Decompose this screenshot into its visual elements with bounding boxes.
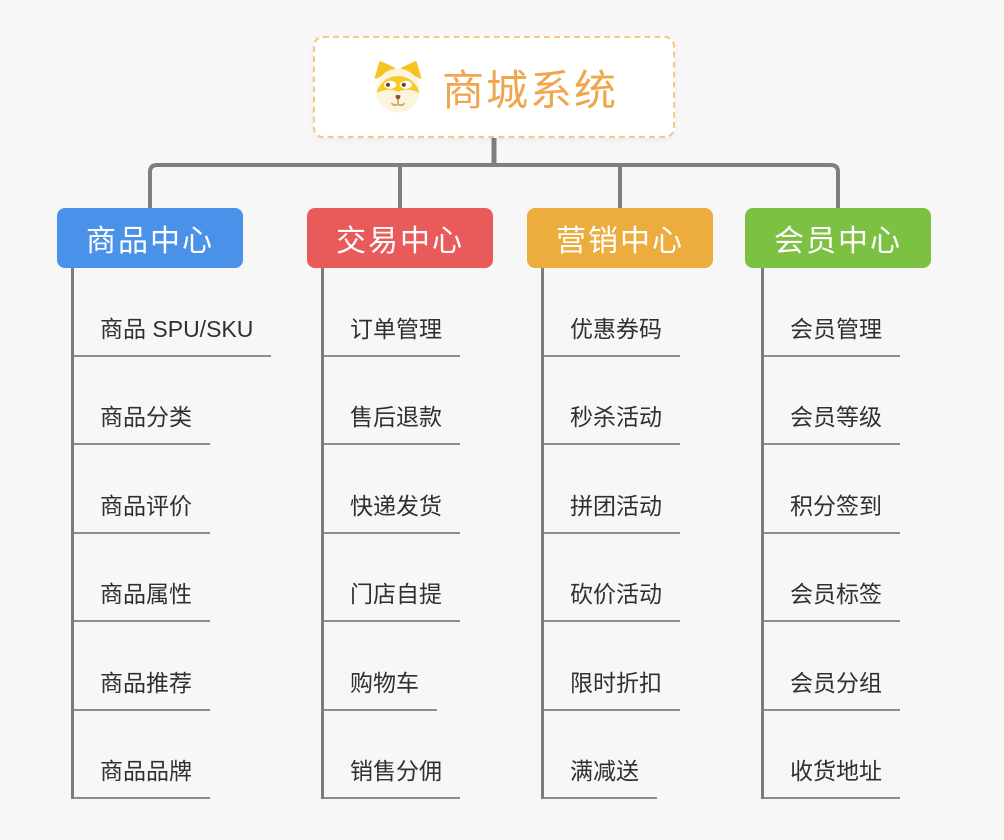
branch-box-product-center[interactable]: 商品中心 <box>57 208 243 268</box>
leaf-node[interactable]: 收货地址 <box>762 752 900 799</box>
branch-box-marketing-center[interactable]: 营销中心 <box>527 208 713 268</box>
branch-box-trade-center[interactable]: 交易中心 <box>307 208 493 268</box>
shiba-dog-icon <box>370 59 426 115</box>
root-node[interactable]: 商城系统 <box>313 36 675 138</box>
branch-box-member-center[interactable]: 会员中心 <box>745 208 931 268</box>
leaf-node[interactable]: 秒杀活动 <box>542 398 680 445</box>
branch-items-marketing-center: 优惠券码 秒杀活动 拼团活动 砍价活动 限时折扣 满减送 <box>540 268 680 799</box>
branch-label: 交易中心 <box>336 225 464 258</box>
leaf-node[interactable]: 商品推荐 <box>72 664 210 711</box>
branch-label: 商品中心 <box>86 225 214 258</box>
leaf-node[interactable]: 商品分类 <box>72 398 210 445</box>
leaf-node[interactable]: 快递发货 <box>322 487 460 534</box>
leaf-node[interactable]: 售后退款 <box>322 398 460 445</box>
branch-label: 会员中心 <box>774 225 902 258</box>
leaf-node[interactable]: 购物车 <box>322 664 437 711</box>
leaf-node[interactable]: 会员分组 <box>762 664 900 711</box>
connector-trunk <box>70 268 74 799</box>
branch-items-member-center: 会员管理 会员等级 积分签到 会员标签 会员分组 收货地址 <box>760 268 900 799</box>
leaf-node[interactable]: 会员等级 <box>762 398 900 445</box>
root-title: 商城系统 <box>441 66 618 114</box>
connector-trunk <box>760 268 764 799</box>
leaf-node[interactable]: 门店自提 <box>322 575 460 622</box>
leaf-node[interactable]: 拼团活动 <box>542 487 680 534</box>
leaf-node[interactable]: 砍价活动 <box>542 575 680 622</box>
connector-trunk <box>320 268 324 799</box>
leaf-node[interactable]: 商品 SPU/SKU <box>72 310 272 357</box>
leaf-node[interactable]: 商品品牌 <box>72 752 210 799</box>
branch-label: 营销中心 <box>556 225 684 258</box>
branch-items-trade-center: 订单管理 售后退款 快递发货 门店自提 购物车 销售分佣 <box>320 268 460 799</box>
leaf-node[interactable]: 订单管理 <box>322 310 460 357</box>
connector-trunk <box>540 268 544 799</box>
leaf-node[interactable]: 限时折扣 <box>542 664 680 711</box>
leaf-node[interactable]: 商品属性 <box>72 575 210 622</box>
leaf-node[interactable]: 积分签到 <box>762 487 900 534</box>
leaf-node[interactable]: 商品评价 <box>72 487 210 534</box>
leaf-node[interactable]: 销售分佣 <box>322 752 460 799</box>
leaf-node[interactable]: 优惠券码 <box>542 310 680 357</box>
branch-items-product-center: 商品 SPU/SKU 商品分类 商品评价 商品属性 商品推荐 商品品牌 <box>70 268 272 799</box>
leaf-node[interactable]: 会员管理 <box>762 310 900 357</box>
leaf-node[interactable]: 会员标签 <box>762 575 900 622</box>
leaf-node[interactable]: 满减送 <box>542 752 657 799</box>
